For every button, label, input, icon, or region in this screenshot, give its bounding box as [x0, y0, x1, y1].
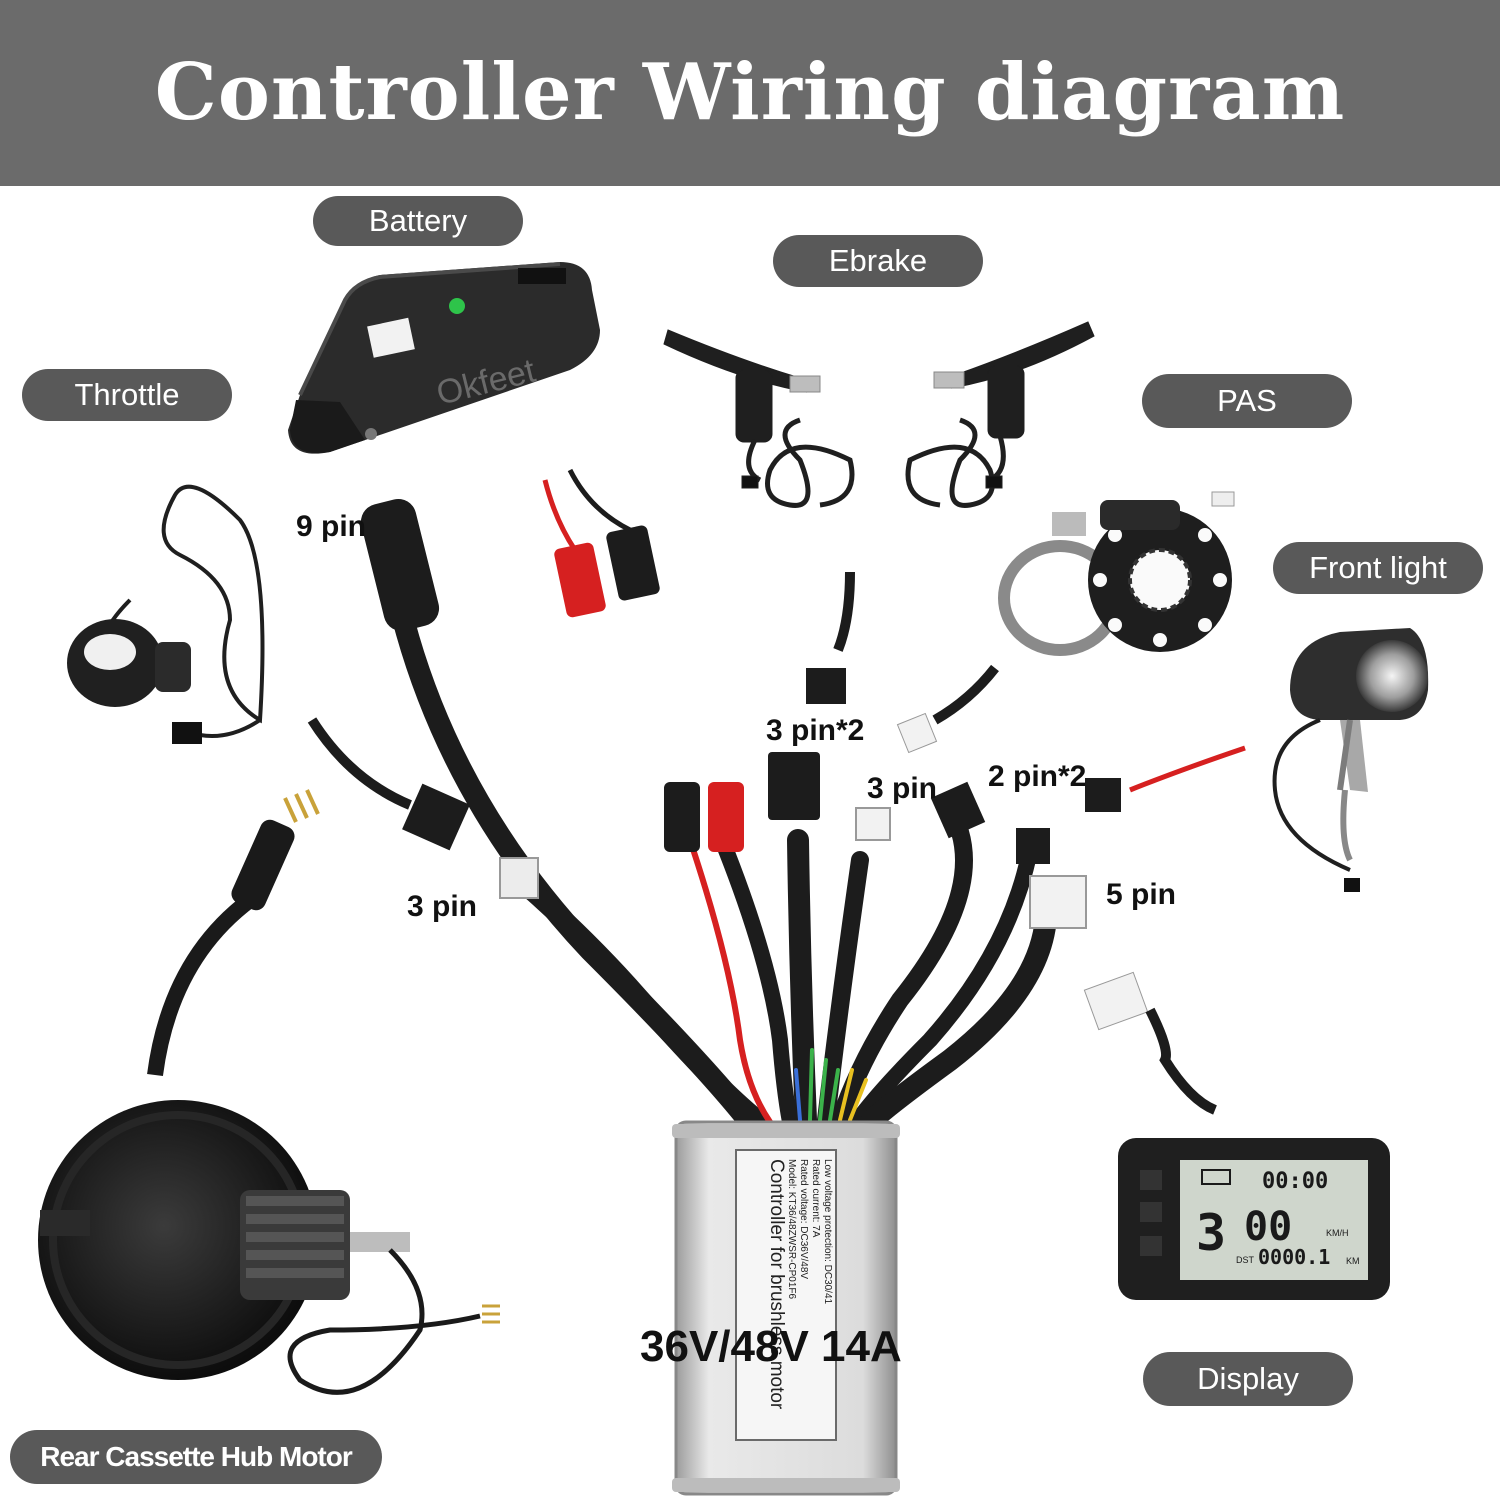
throttle-label: Throttle: [22, 369, 232, 421]
front-light-image: [1272, 628, 1429, 892]
throttle-image: [67, 484, 265, 744]
pin-label-3pin-throttle: 3 pin: [407, 890, 478, 923]
controller-spec: 36V/48V 14A: [640, 1322, 902, 1371]
display-speed: 00: [1244, 1204, 1292, 1250]
controller-label-line: Rated current: 7A: [810, 1159, 821, 1238]
ebrake-label: Ebrake: [773, 235, 983, 287]
pin-label-5pin: 5 pin: [1106, 878, 1177, 911]
page-title: Controller Wiring diagram: [154, 47, 1346, 138]
pin-label-9pin: 9 pin: [296, 510, 367, 543]
battery-label: Battery: [313, 196, 523, 246]
controller-box: Controller for brushless motor Model: KT…: [672, 1120, 900, 1496]
pin-label-3pin-pas: 3 pin: [867, 772, 938, 805]
header-banner: [0, 0, 1500, 186]
battery-image: Okfeet: [288, 262, 600, 454]
controller-label-title: Controller for brushless motor: [766, 1159, 787, 1410]
front-light-label: Front light: [1273, 542, 1483, 594]
controller-label-line: Rated voltage: DC36V/48V: [798, 1159, 809, 1279]
pin-label-2pin-x2: 2 pin*2: [988, 760, 1087, 793]
hub-motor-image: [38, 789, 500, 1395]
display-time: 00:00: [1262, 1169, 1328, 1194]
display-distance-unit: KM: [1346, 1256, 1360, 1266]
motor-label: Rear Cassette Hub Motor: [10, 1430, 382, 1484]
display-level: 3: [1196, 1204, 1226, 1262]
display-label: Display: [1143, 1352, 1353, 1406]
display-distance: 0000.1: [1258, 1245, 1330, 1269]
loose-connectors: [307, 468, 1246, 1115]
display-image: 00:00 3 00 KM/H DST 0000.1 KM: [1118, 1138, 1390, 1300]
display-speed-unit: KM/H: [1326, 1228, 1349, 1238]
pas-label: PAS: [1142, 374, 1352, 428]
controller-label-line: Low voltage protection: DC30/41: [822, 1159, 833, 1305]
ebrake-image: [663, 321, 1095, 508]
controller-harness: [360, 498, 1087, 1132]
pas-sensor-image: [998, 491, 1235, 656]
display-dst-label: DST: [1236, 1255, 1255, 1265]
controller-label-line: Model: KT36/48ZWSR-CP01F6: [786, 1159, 797, 1299]
pin-label-3pin-x2: 3 pin*2: [766, 714, 865, 747]
